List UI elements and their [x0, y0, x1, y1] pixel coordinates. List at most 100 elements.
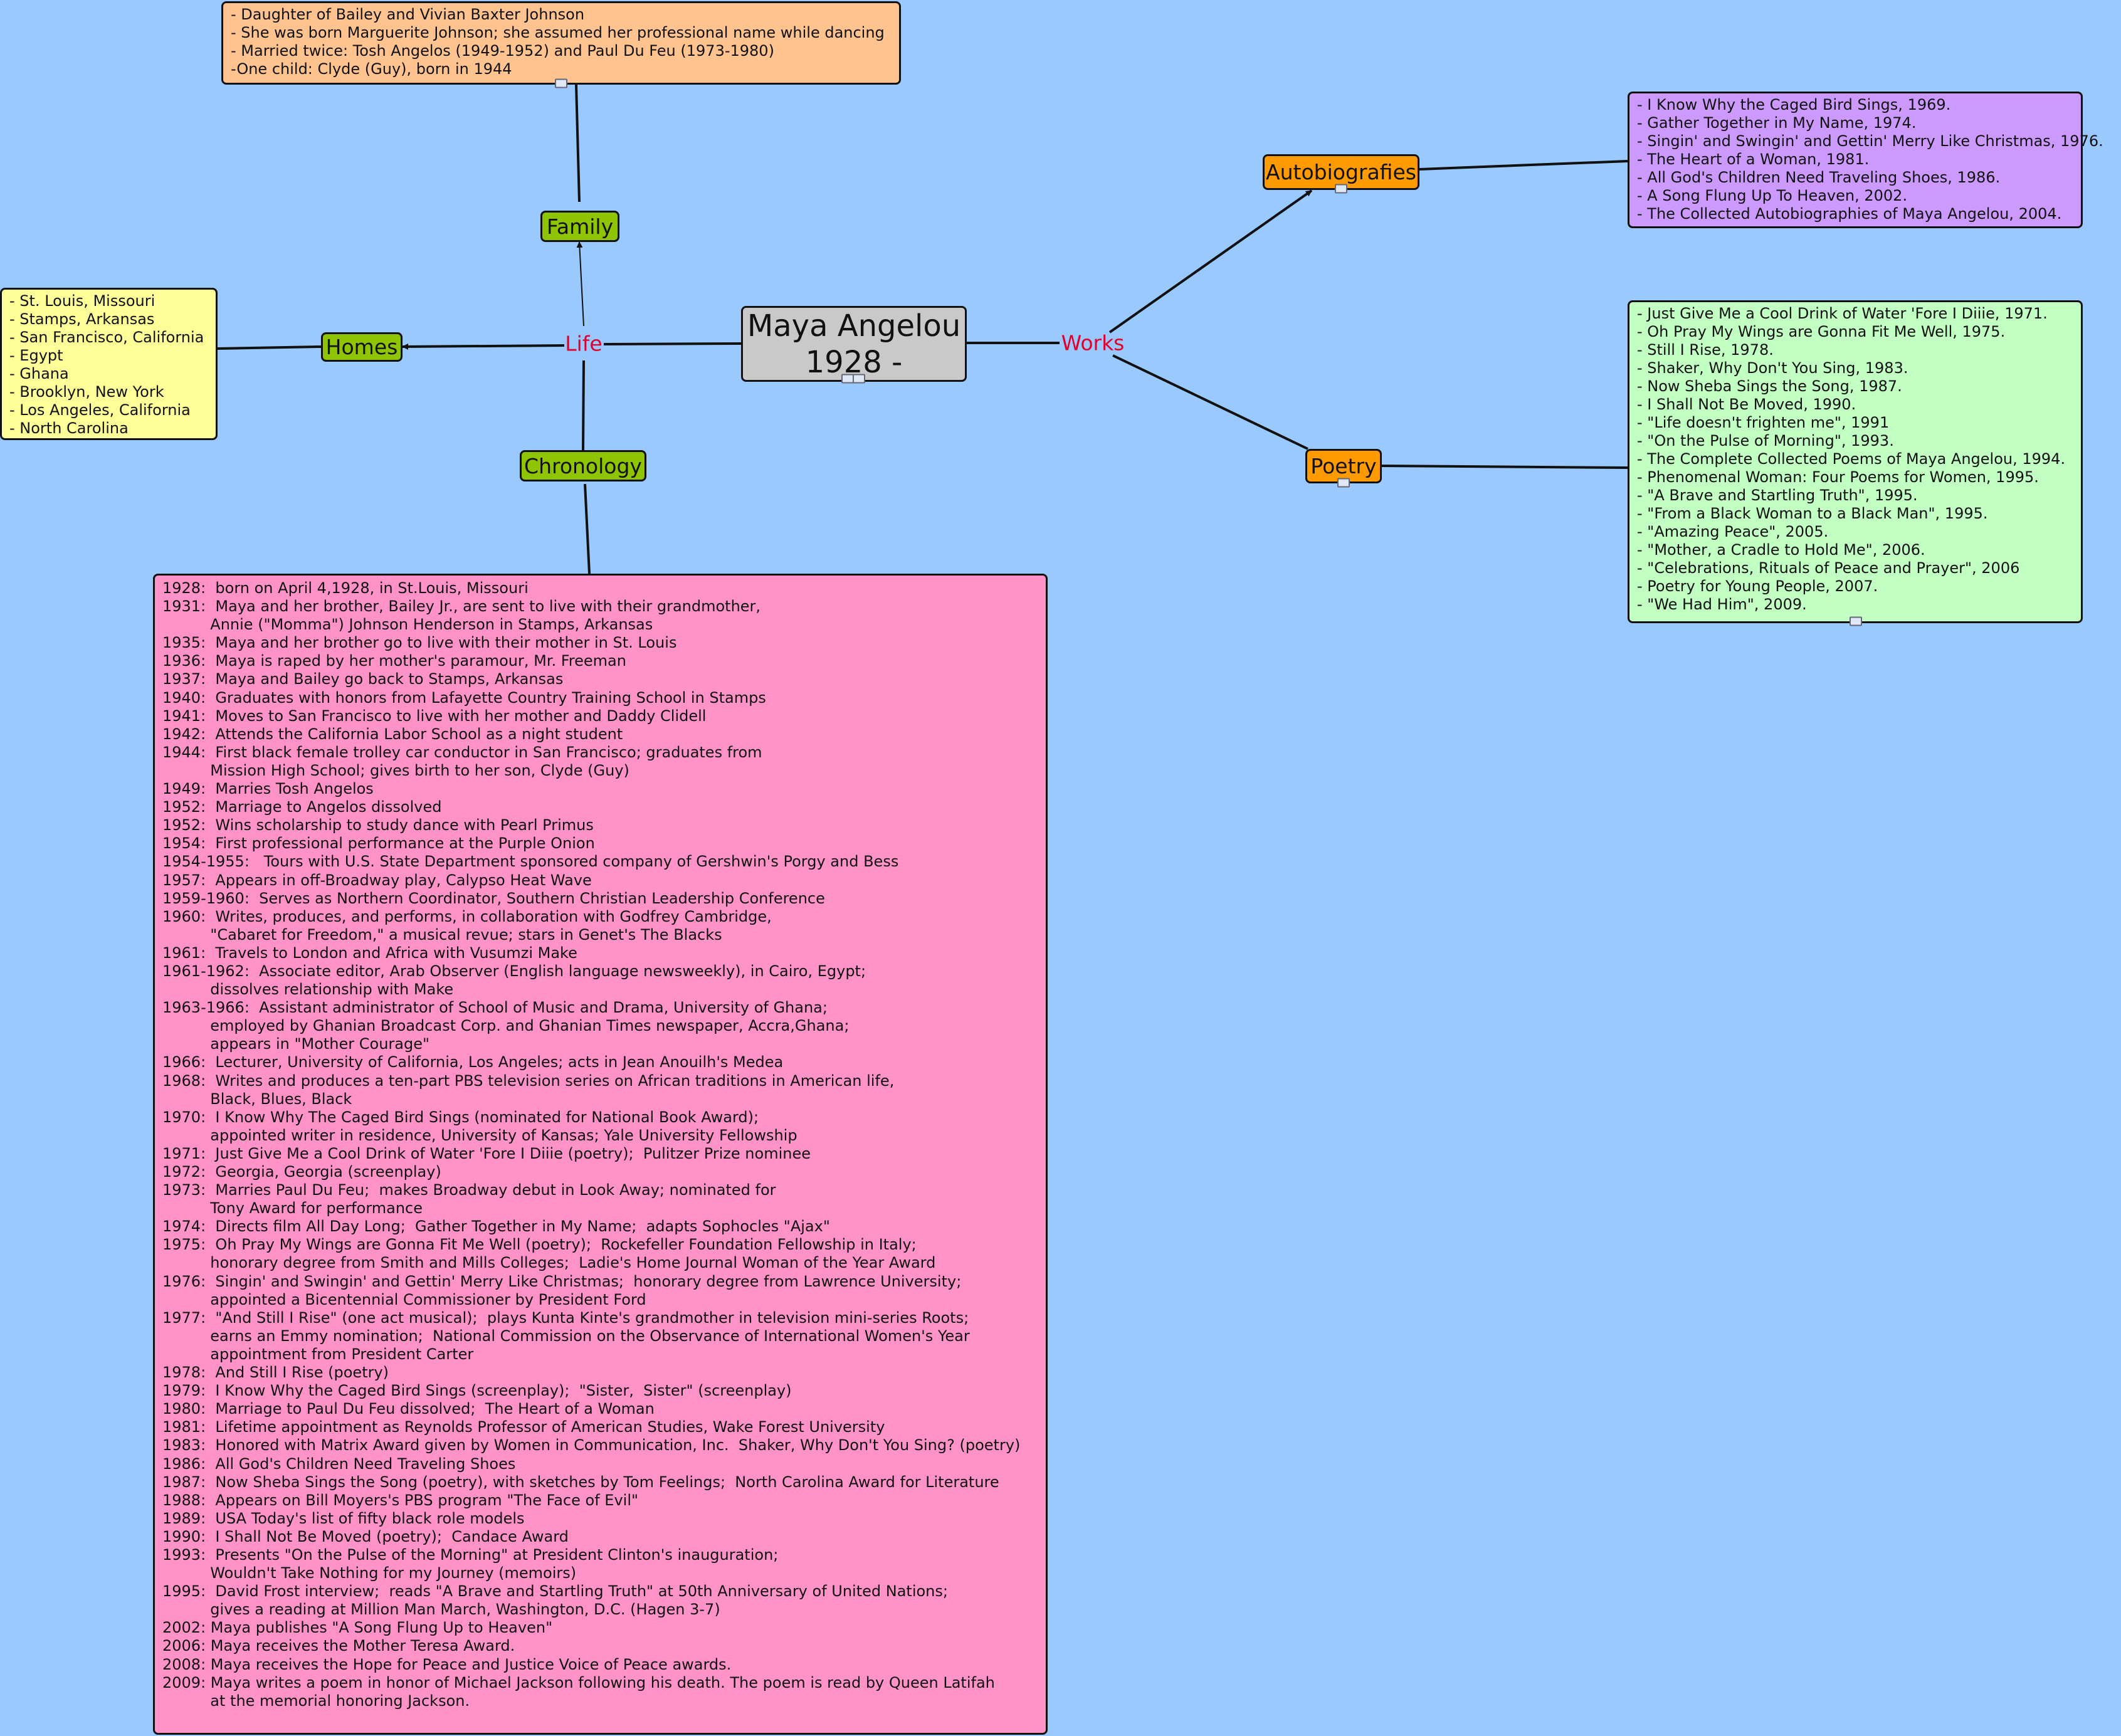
note-line: - North Carolina: [9, 419, 129, 437]
note-line: "Cabaret for Freedom," a musical revue; …: [162, 925, 722, 944]
branch-label-works[interactable]: Works: [1061, 330, 1125, 355]
topic-chronology-label: Chronology: [524, 453, 642, 478]
attachment-icon[interactable]: [1850, 616, 1862, 626]
note-line: - Stamps, Arkansas: [9, 310, 155, 328]
note-line: - The Collected Autobiographies of Maya …: [1637, 205, 2062, 223]
note-line: appointed a Bicentennial Commissioner by…: [162, 1290, 646, 1308]
attachment-icon[interactable]: [853, 374, 865, 384]
note-line: 1989: USA Today's list of fifty black ro…: [162, 1509, 525, 1527]
note-line: 1993: Presents "On the Pulse of the Morn…: [162, 1545, 779, 1564]
note-line: - Still I Rise, 1978.: [1637, 341, 1774, 359]
note-line: 1986: All God's Children Need Traveling …: [162, 1455, 516, 1473]
note-line: 1944: First black female trolley car con…: [162, 743, 762, 761]
note-line: 1931: Maya and her brother, Bailey Jr., …: [162, 597, 761, 616]
note-line: - Married twice: Tosh Angelos (1949-1952…: [231, 42, 774, 60]
note-line: 1961: Travels to London and Africa with …: [162, 944, 577, 962]
note-line: 1949: Marries Tosh Angelos: [162, 780, 374, 798]
note-line: 1976: Singin' and Swingin' and Gettin' M…: [162, 1272, 962, 1290]
note-line: honorary degree from Smith and Mills Col…: [162, 1254, 936, 1272]
topic-chronology[interactable]: Chronology: [520, 450, 646, 481]
topic-homes-label: Homes: [325, 335, 398, 359]
note-line: 1968: Writes and produces a ten-part PBS…: [162, 1071, 895, 1090]
attachment-icon[interactable]: [555, 78, 567, 88]
topic-family[interactable]: Family: [540, 211, 619, 242]
topic-autobiografies[interactable]: Autobiografies: [1263, 154, 1419, 190]
note-line: 1966: Lecturer, University of California…: [162, 1053, 784, 1071]
branch-label-life[interactable]: Life: [565, 331, 603, 356]
note-line: - Egypt: [9, 347, 63, 364]
central-topic[interactable]: Maya Angelou 1928 -: [741, 306, 967, 382]
note-line: - Just Give Me a Cool Drink of Water 'Fo…: [1637, 305, 2048, 322]
note-line: 1936: Maya is raped by her mother's para…: [162, 652, 626, 670]
topic-homes[interactable]: Homes: [321, 332, 403, 362]
central-topic-years: 1928 -: [805, 344, 903, 380]
note-line: Tony Award for performance: [162, 1199, 423, 1218]
note-line: earns an Emmy nomination; National Commi…: [162, 1327, 970, 1345]
note-line: -One child: Clyde (Guy), born in 1944: [231, 60, 512, 78]
note-line: 1935: Maya and her brother go to live wi…: [162, 634, 677, 652]
edge-family-note: [575, 84, 581, 203]
edge-autobiografies-note: [1419, 160, 1628, 171]
edge-homes-note: [217, 345, 322, 350]
note-line: 1973: Marries Paul Du Feu; makes Broadwa…: [162, 1181, 776, 1199]
note-line: - "Mother, a Cradle to Hold Me", 2006.: [1637, 541, 1925, 559]
note-line: 1978: And Still I Rise (poetry): [162, 1364, 389, 1382]
note-line: Wouldn't Take Nothing for my Journey (me…: [162, 1564, 577, 1582]
note-line: 2008: Maya receives the Hope for Peace a…: [162, 1655, 732, 1673]
note-line: - Shaker, Why Don't You Sing, 1983.: [1637, 359, 1908, 377]
note-line: - Ghana: [9, 365, 69, 382]
note-line: 1988: Appears on Bill Moyers's PBS progr…: [162, 1491, 639, 1509]
note-line: 2002: Maya publishes "A Song Flung Up to…: [162, 1619, 553, 1637]
attachment-icon[interactable]: [1335, 184, 1347, 194]
note-line: 1974: Directs film All Day Long; Gather …: [162, 1218, 830, 1236]
note-line: 1959-1960: Serves as Northern Coordinato…: [162, 889, 825, 907]
central-topic-name: Maya Angelou: [747, 308, 961, 344]
note-line: 1942: Attends the California Labor Schoo…: [162, 725, 623, 743]
note-line: - Gather Together in My Name, 1974.: [1637, 114, 1917, 132]
note-line: dissolves relationship with Make: [162, 981, 454, 999]
note-poetry: - Just Give Me a Cool Drink of Water 'Fo…: [1628, 300, 2083, 623]
note-line: - "A Brave and Startling Truth", 1995.: [1637, 487, 1918, 504]
note-line: 1937: Maya and Bailey go back to Stamps,…: [162, 670, 564, 688]
note-line: 1995: David Frost interview; reads "A Br…: [162, 1582, 948, 1601]
edge-chronology-note: [584, 483, 591, 574]
note-line: 1980: Marriage to Paul Du Feu dissolved;…: [162, 1400, 655, 1418]
note-line: 1971: Just Give Me a Cool Drink of Water…: [162, 1144, 811, 1162]
note-line: - All God's Children Need Traveling Shoe…: [1637, 169, 2001, 186]
note-line: - "We Had Him", 2009.: [1637, 596, 1807, 613]
attachment-icon[interactable]: [1337, 478, 1350, 488]
note-line: employed by Ghanian Broadcast Corp. and …: [162, 1017, 850, 1035]
note-line: 1977: "And Still I Rise" (one act musica…: [162, 1308, 969, 1327]
attachment-icon[interactable]: [841, 374, 854, 384]
note-line: 1979: I Know Why the Caged Bird Sings (s…: [162, 1382, 792, 1400]
note-line: 1987: Now Sheba Sings the Song (poetry),…: [162, 1473, 999, 1491]
note-line: 1941: Moves to San Francisco to live wit…: [162, 707, 707, 725]
note-line: 1957: Appears in off-Broadway play, Caly…: [162, 871, 592, 889]
note-line: 1961-1962: Associate editor, Arab Observ…: [162, 962, 866, 980]
edge-poetry-note: [1381, 465, 1628, 469]
note-line: - Poetry for Young People, 2007.: [1637, 577, 1878, 595]
note-line: - She was born Marguerite Johnson; she a…: [231, 24, 885, 41]
topic-family-label: Family: [546, 214, 614, 239]
topic-poetry-label: Poetry: [1310, 454, 1377, 478]
note-line: - I Know Why the Caged Bird Sings, 1969.: [1637, 96, 1951, 113]
note-line: - Oh Pray My Wings are Gonna Fit Me Well…: [1637, 323, 2006, 340]
note-homes: - St. Louis, Missouri- Stamps, Arkansas-…: [0, 288, 218, 440]
note-line: 1954: First professional performance at …: [162, 834, 595, 853]
edge-life-homes: [402, 343, 565, 350]
note-line: appointed writer in residence, Universit…: [162, 1126, 797, 1144]
note-line: - Singin' and Swingin' and Gettin' Merry…: [1637, 132, 2103, 150]
edge-works-autobiografies: [1108, 189, 1313, 334]
note-line: 1990: I Shall Not Be Moved (poetry); Can…: [162, 1527, 569, 1545]
note-line: - I Shall Not Be Moved, 1990.: [1637, 396, 1856, 413]
note-line: - "From a Black Woman to a Black Man", 1…: [1637, 505, 1988, 522]
note-line: - Daughter of Bailey and Vivian Baxter J…: [231, 6, 585, 23]
note-line: 1940: Graduates with honors from Lafayet…: [162, 688, 766, 707]
note-line: - San Francisco, California: [9, 329, 204, 346]
topic-autobiografies-label: Autobiografies: [1266, 160, 1416, 184]
note-line: - "Life doesn't frighten me", 1991: [1637, 414, 1890, 431]
note-line: - The Heart of a Woman, 1981.: [1637, 150, 1870, 168]
note-line: - Brooklyn, New York: [9, 383, 164, 401]
note-line: - A Song Flung Up To Heaven, 2002.: [1637, 187, 1908, 204]
